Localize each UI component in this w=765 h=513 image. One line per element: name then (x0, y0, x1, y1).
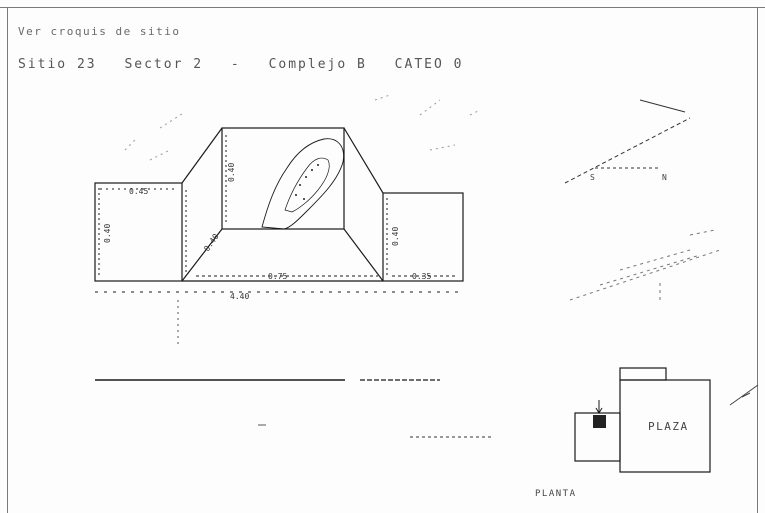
floor-right-edge (343, 228, 384, 282)
separator-label: - (230, 57, 241, 72)
floor-left-edge (181, 228, 223, 282)
faint-site-sketch (569, 229, 721, 301)
cateo-label: CATEO 0 (394, 57, 464, 72)
site-label: Sitio 23 (18, 57, 97, 72)
feature-inner-outline (284, 157, 330, 213)
plan-arrow (729, 384, 759, 406)
right-wall-profile (382, 192, 464, 282)
frame-top-edge (0, 7, 765, 8)
complex-label: Complejo B (268, 57, 367, 72)
dim-left-width: 0.45 (129, 187, 148, 196)
feature-outline (261, 138, 345, 230)
sector-label: Sector 2 (124, 57, 204, 72)
upper-left-connector (181, 127, 223, 184)
site-header: Sitio 23 Sector 2 - Complejo B CATEO 0 (18, 57, 481, 72)
plan-caption: PLANTA (535, 489, 577, 499)
frame-right-edge (757, 7, 758, 513)
north-arrow (564, 99, 691, 184)
upper-right-connector (343, 127, 384, 194)
dim-right-width: 0.35 (412, 272, 431, 281)
dim-front-width: 0.75 (268, 272, 287, 281)
south-label: S (590, 173, 596, 182)
dim-side-depth: 0.40 (202, 232, 221, 253)
left-wall-profile (94, 182, 183, 282)
dim-right-height: 0.40 (391, 227, 400, 246)
north-label: N (662, 173, 668, 182)
dim-back-height: 0.40 (227, 163, 236, 182)
plaza-label: PLAZA (648, 420, 689, 433)
plan-inset (574, 367, 711, 473)
dim-left-height: 0.40 (103, 224, 112, 243)
dim-bottom-width: 4.40 (230, 292, 249, 301)
page-title: Ver croquis de sitio (18, 25, 181, 38)
cateo-marker (593, 415, 606, 428)
frame-left-edge (7, 7, 8, 513)
